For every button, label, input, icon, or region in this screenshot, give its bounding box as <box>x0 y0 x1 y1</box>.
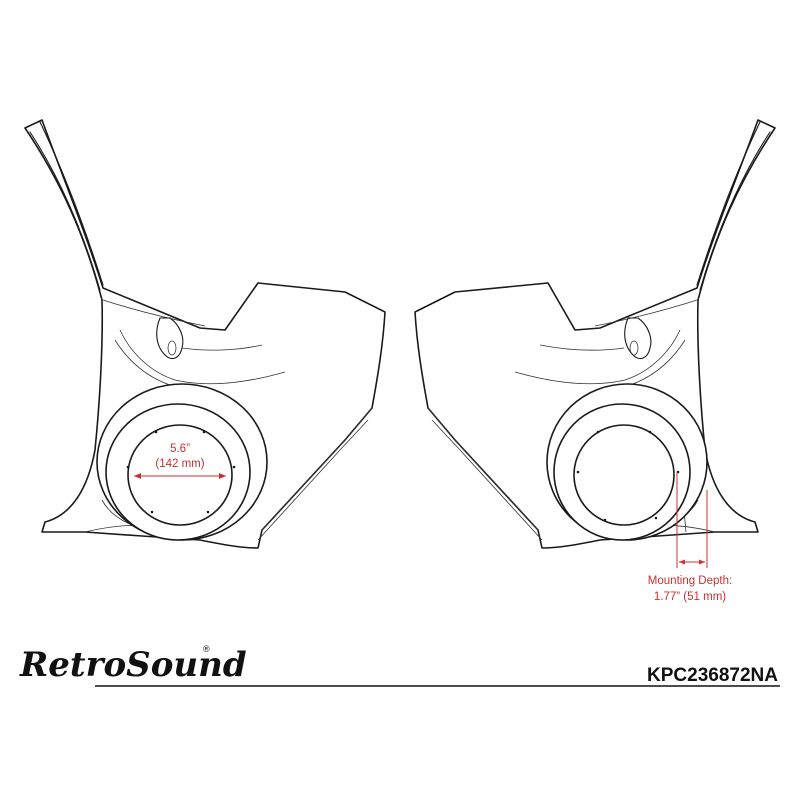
brand-logo: RetroSound <box>19 645 247 685</box>
registered-mark: ® <box>203 644 210 654</box>
diameter-dimension: 5.6” (142 mm) <box>134 443 226 479</box>
diameter-label-inches: 5.6” <box>170 443 190 455</box>
mounting-depth-dimension: Mounting Depth: 1.77” (51 mm) <box>648 472 732 603</box>
diameter-label-mm: (142 mm) <box>155 458 204 470</box>
depth-label-title: Mounting Depth: <box>648 575 732 587</box>
left-kick-panel: 5.6” (142 mm) <box>24 119 386 549</box>
part-number: KPC236872NA <box>647 665 778 686</box>
footer: RetroSound ® KPC236872NA <box>19 644 780 687</box>
depth-label-value: 1.77” (51 mm) <box>654 591 726 603</box>
right-kick-panel: Mounting Depth: 1.77” (51 mm) <box>414 119 776 603</box>
